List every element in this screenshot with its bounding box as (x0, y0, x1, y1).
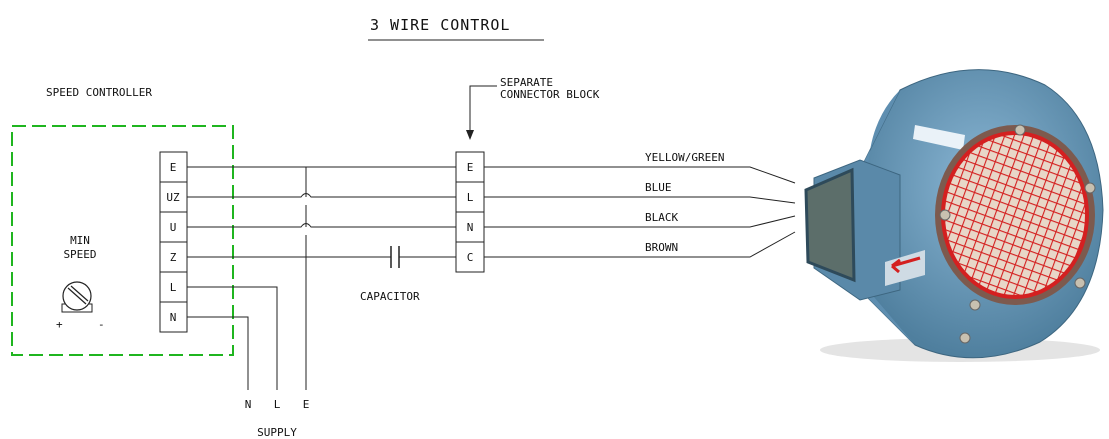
speed-controller-label: SPEED CONTROLLER (46, 86, 152, 99)
diagram-title: 3 WIRE CONTROL (370, 16, 510, 34)
supply-terminal-l: L (274, 398, 281, 411)
controller-terminal-uz (159, 181, 188, 213)
centrifugal-fan-image (804, 69, 1104, 362)
speed-controller-box (11, 125, 234, 356)
min-speed-label: SPEED (63, 248, 96, 261)
connector-block-label: CONNECTOR BLOCK (500, 88, 600, 101)
connector-block-label: SEPARATE (500, 76, 553, 89)
capacitor-label: CAPACITOR (360, 290, 420, 303)
block-terminal-l (455, 181, 485, 213)
minus-symbol: - (98, 318, 105, 331)
supply-wire-l (187, 286, 278, 390)
block-to-fan-wires (484, 166, 796, 258)
controller-terminal-label: N (170, 311, 177, 324)
block-terminal-label: C (467, 251, 474, 264)
wire-label: BLUE (645, 181, 672, 194)
supply-terminal-n: N (245, 398, 252, 411)
block-terminal-label: L (467, 191, 474, 204)
wire-blue (484, 196, 796, 204)
block-terminal-c (455, 241, 485, 273)
wire-brown (484, 231, 796, 258)
wire-black (484, 215, 796, 228)
min-speed-potentiometer-icon (61, 281, 93, 313)
wire-uz (187, 193, 456, 198)
min-speed-label: MIN (70, 234, 90, 247)
capacitor-icon (390, 246, 400, 268)
block-terminal-n (455, 211, 485, 243)
supply-wire-n (187, 316, 249, 390)
callout-arrow-icon (466, 130, 474, 140)
controller-terminal-label: UZ (166, 191, 180, 204)
wire-label: YELLOW/GREEN (645, 151, 724, 164)
controller-terminal-label: U (170, 221, 177, 234)
wire-label: BROWN (645, 241, 678, 254)
wire-label: BLACK (645, 211, 678, 224)
controller-terminal-label: E (170, 161, 177, 174)
controller-terminal-strip: E UZ U Z L N (159, 151, 188, 333)
supply-label: SUPPLY (257, 426, 297, 439)
wire-u (187, 223, 456, 228)
supply-wires (187, 166, 307, 390)
supply-terminal-e: E (303, 398, 310, 411)
controller-to-block-wires (187, 166, 456, 258)
block-terminal-label: N (467, 221, 474, 234)
wire-yellow-green (484, 166, 796, 184)
connector-block-terminals: E L N C (455, 151, 485, 273)
controller-terminal-label: Z (170, 251, 177, 264)
block-terminal-label: E (467, 161, 474, 174)
controller-terminal-label: L (170, 281, 177, 294)
callout-leader-line (469, 85, 497, 133)
plus-symbol: + (56, 318, 63, 331)
